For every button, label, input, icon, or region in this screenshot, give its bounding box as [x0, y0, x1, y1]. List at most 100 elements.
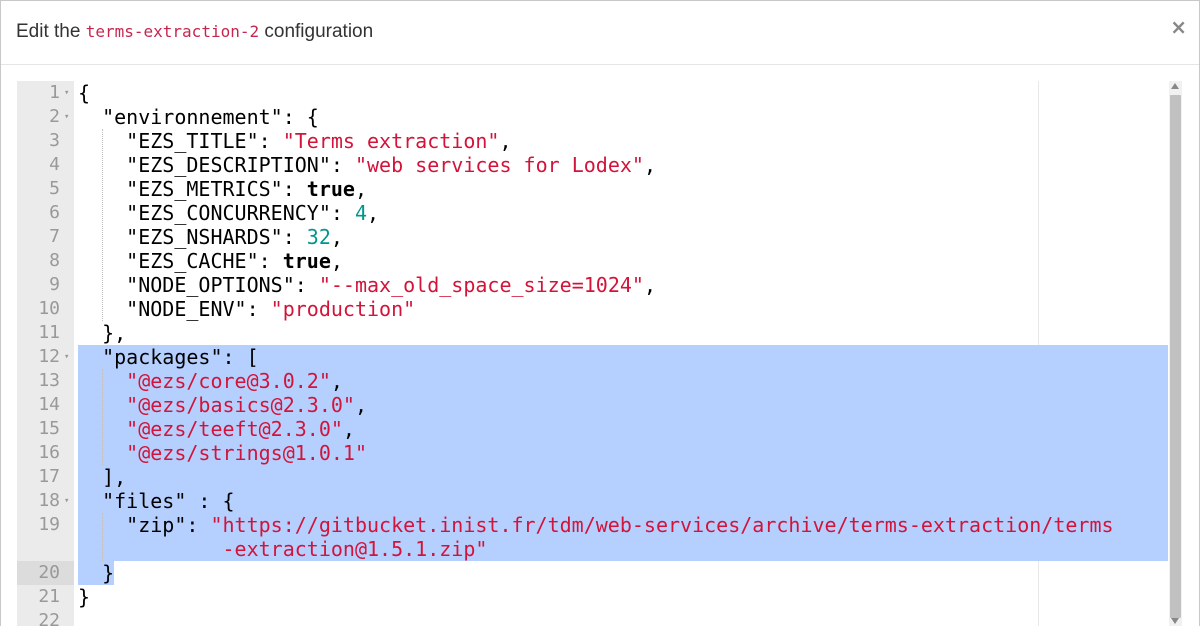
code-token	[78, 393, 126, 417]
gutter-row: 16	[17, 441, 74, 465]
config-name: terms-extraction-2	[85, 22, 260, 41]
code-token: "EZS_NSHARDS":	[78, 225, 307, 249]
code-token: "EZS_CACHE":	[78, 249, 283, 273]
line-number: 13	[38, 370, 60, 391]
code-token: ,	[367, 201, 380, 225]
code-line[interactable]: -extraction@1.5.1.zip"	[78, 537, 488, 561]
code-token: },	[78, 321, 127, 345]
indent-guide	[102, 369, 103, 465]
code-line[interactable]: "EZS_NSHARDS": 32,	[78, 225, 343, 249]
code-line[interactable]: "@ezs/core@3.0.2",	[78, 369, 343, 393]
code-line[interactable]: "files" : {	[78, 489, 235, 513]
code-token: "EZS_CONCURRENCY":	[78, 201, 355, 225]
code-line[interactable]: "environnement": {	[78, 105, 319, 129]
gutter-row: 2▾	[17, 105, 74, 129]
code-token: 4	[354, 201, 367, 225]
title-prefix: Edit the	[16, 21, 81, 42]
code-token: {	[222, 489, 235, 513]
code-line[interactable]: "EZS_DESCRIPTION": "web services for Lod…	[78, 153, 656, 177]
code-token: 32	[306, 225, 331, 249]
scrollbar-thumb[interactable]	[1170, 95, 1181, 618]
line-number: 15	[38, 418, 60, 439]
code-token: {	[78, 81, 91, 105]
code-token: ,	[330, 225, 343, 249]
code-token	[78, 441, 126, 465]
line-number: 19	[38, 514, 60, 535]
title-suffix: configuration	[264, 21, 374, 42]
code-token: "--max_old_space_size=1024"	[318, 273, 644, 297]
gutter-row	[17, 537, 74, 561]
close-button[interactable]: ×	[1170, 15, 1187, 39]
code-line[interactable]: "EZS_METRICS": true,	[78, 177, 367, 201]
line-number: 16	[38, 442, 60, 463]
code-token: true	[306, 177, 355, 201]
scroll-up-arrow-icon[interactable]	[1171, 83, 1179, 89]
code-line[interactable]: "zip": "https://gitbucket.inist.fr/tdm/w…	[78, 513, 1113, 537]
code-line[interactable]: "@ezs/teeft@2.3.0",	[78, 417, 355, 441]
gutter-row: 20	[17, 561, 74, 585]
code-token: {	[306, 105, 319, 129]
line-number: 3	[49, 130, 60, 151]
code-token: "EZS_DESCRIPTION":	[78, 153, 355, 177]
code-token	[78, 417, 126, 441]
line-number: 10	[38, 298, 60, 319]
line-number: 20	[38, 562, 60, 583]
gutter-row: 9	[17, 273, 74, 297]
code-token: "production"	[270, 297, 416, 321]
gutter-row: 19	[17, 513, 74, 537]
code-line[interactable]: "EZS_TITLE": "Terms extraction",	[78, 129, 511, 153]
code-line[interactable]: "NODE_OPTIONS": "--max_old_space_size=10…	[78, 273, 656, 297]
dialog-title: Edit the terms-extraction-2 configuratio…	[16, 21, 373, 43]
gutter-row: 10	[17, 297, 74, 321]
code-line[interactable]: }	[78, 561, 114, 585]
code-token: ,	[330, 369, 343, 393]
editor-scrollbar[interactable]	[1169, 81, 1182, 626]
indent-guide	[102, 513, 103, 561]
gutter-row: 17	[17, 465, 74, 489]
code-token: "environnement":	[78, 105, 307, 129]
code-token: "EZS_TITLE":	[78, 129, 283, 153]
code-line[interactable]: "packages": [	[78, 345, 259, 369]
gutter-row: 7	[17, 225, 74, 249]
code-line[interactable]: "NODE_ENV": "production"	[78, 297, 415, 321]
line-number: 2	[49, 106, 60, 127]
code-line[interactable]: ],	[78, 465, 126, 489]
code-token: ],	[78, 465, 127, 489]
gutter-row: 18 ▾	[17, 489, 74, 513]
fold-toggle-icon[interactable]: ▾	[64, 112, 70, 122]
line-number: 14	[38, 394, 60, 415]
code-token: "Terms extraction"	[282, 129, 500, 153]
scroll-down-arrow-icon[interactable]	[1171, 618, 1179, 624]
code-line[interactable]: "EZS_CONCURRENCY": 4,	[78, 201, 379, 225]
code-token: [	[246, 345, 259, 369]
line-number: 4	[49, 154, 60, 175]
code-token: "@ezs/core@3.0.2"	[126, 369, 331, 393]
code-token: "@ezs/strings@1.0.1"	[126, 441, 367, 465]
code-line[interactable]: "@ezs/strings@1.0.1"	[78, 441, 367, 465]
gutter-row: 5	[17, 177, 74, 201]
line-number: 18	[38, 490, 60, 511]
code-line[interactable]: },	[78, 321, 126, 345]
line-number: 8	[49, 250, 60, 271]
fold-toggle-icon[interactable]: ▾	[64, 496, 70, 506]
gutter-row: 3	[17, 129, 74, 153]
code-line[interactable]: }	[78, 585, 90, 609]
code-line[interactable]: "EZS_CACHE": true,	[78, 249, 343, 273]
gutter-row: 14	[17, 393, 74, 417]
code-token: "EZS_METRICS":	[78, 177, 307, 201]
code-token: "packages":	[78, 345, 247, 369]
code-line[interactable]: {	[78, 81, 90, 105]
code-token	[78, 537, 223, 561]
code-token: "@ezs/teeft@2.3.0"	[126, 417, 343, 441]
fold-toggle-icon[interactable]: ▾	[64, 88, 70, 98]
line-number: 9	[49, 274, 60, 295]
line-number: 5	[49, 178, 60, 199]
code-token: }	[78, 585, 91, 609]
line-number: 12	[38, 346, 60, 367]
code-line[interactable]: "@ezs/basics@2.3.0",	[78, 393, 367, 417]
fold-toggle-icon[interactable]: ▾	[64, 352, 70, 362]
code-token: "zip":	[78, 513, 211, 537]
